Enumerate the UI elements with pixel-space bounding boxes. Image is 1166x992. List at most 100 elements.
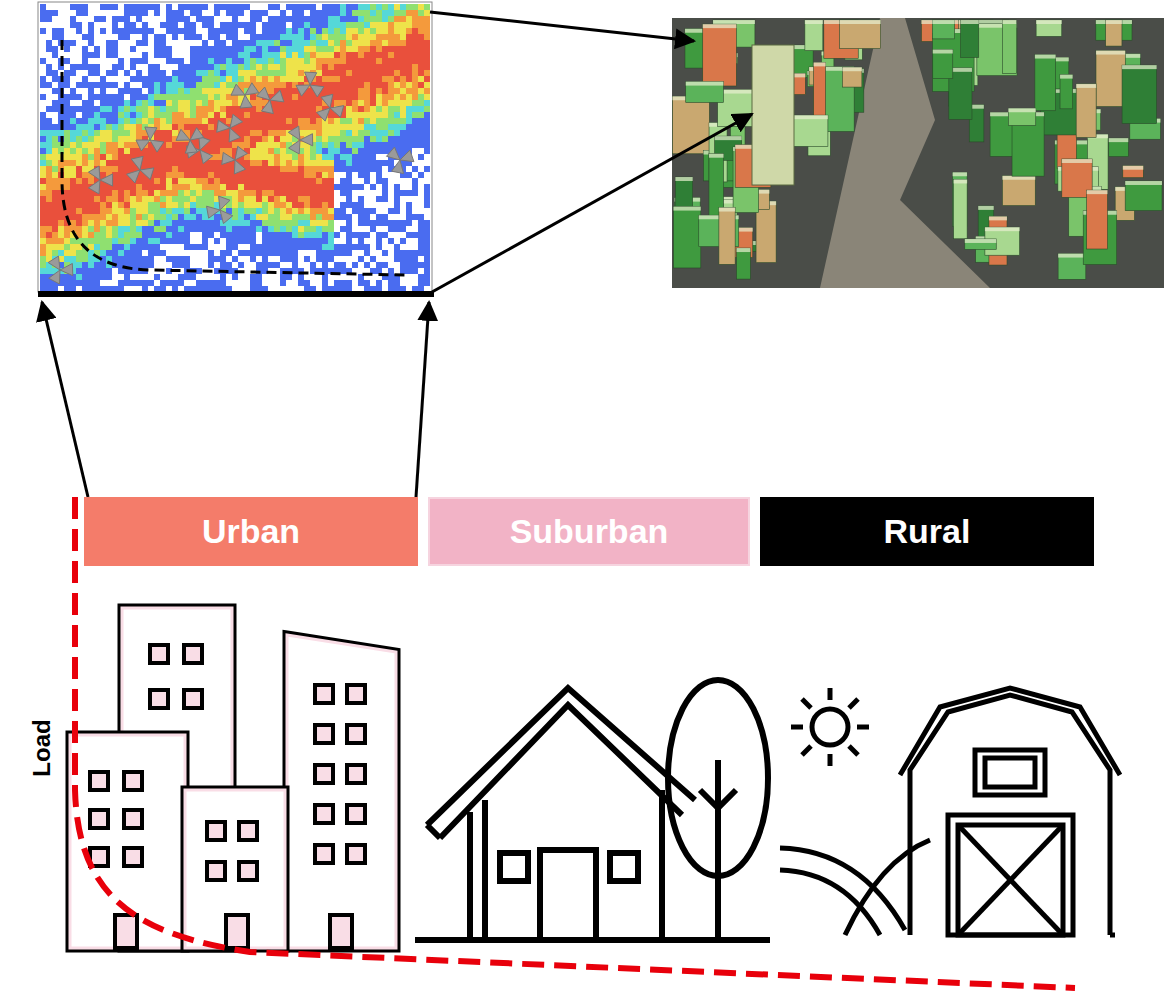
heat-cell — [214, 88, 220, 94]
heat-cell — [100, 118, 106, 124]
heat-cell — [340, 88, 346, 94]
heat-cell — [64, 148, 70, 154]
heat-cell — [250, 112, 256, 118]
heat-cell — [268, 22, 274, 28]
heat-cell — [340, 154, 346, 160]
heat-cell — [400, 130, 406, 136]
heat-cell — [214, 40, 220, 46]
heat-cell — [382, 4, 388, 10]
heat-cell — [244, 34, 250, 40]
heat-cell — [160, 10, 166, 16]
heat-cell — [340, 166, 346, 172]
heat-cell — [196, 16, 202, 22]
heat-cell — [340, 4, 346, 10]
heat-cell — [352, 160, 358, 166]
heat-cell — [166, 40, 172, 46]
heat-cell — [202, 112, 208, 118]
heat-cell — [364, 64, 370, 70]
heat-cell — [196, 112, 202, 118]
heat-cell — [304, 4, 310, 10]
heat-cell — [250, 64, 256, 70]
heat-cell — [142, 100, 148, 106]
heat-cell — [184, 112, 190, 118]
heat-cell — [376, 124, 382, 130]
heat-cell — [400, 46, 406, 52]
heat-cell — [274, 178, 280, 184]
heat-cell — [52, 154, 58, 160]
heat-cell — [298, 46, 304, 52]
heat-cell — [142, 82, 148, 88]
heat-cell — [250, 124, 256, 130]
heat-cell — [88, 124, 94, 130]
heat-cell — [310, 16, 316, 22]
heat-cell — [256, 154, 262, 160]
heat-cell — [364, 136, 370, 142]
heat-cell — [376, 178, 382, 184]
heat-cell — [298, 22, 304, 28]
heat-cell — [412, 34, 418, 40]
heat-cell — [220, 76, 226, 82]
heat-cell — [406, 88, 412, 94]
heat-cell — [226, 184, 232, 190]
heat-cell — [310, 34, 316, 40]
heat-cell — [148, 40, 154, 46]
heat-cell — [316, 178, 322, 184]
heat-cell — [334, 46, 340, 52]
heat-cell — [124, 16, 130, 22]
heat-cell — [340, 124, 346, 130]
heat-cell — [244, 64, 250, 70]
heat-cell — [424, 106, 430, 112]
heat-cell — [124, 148, 130, 154]
heat-cell — [412, 106, 418, 112]
heat-cell — [388, 142, 394, 148]
heat-cell — [94, 94, 100, 100]
heat-cell — [304, 94, 310, 100]
heat-cell — [346, 22, 352, 28]
heat-cell — [370, 82, 376, 88]
heat-cell — [202, 76, 208, 82]
heat-cell — [172, 34, 178, 40]
heat-cell — [160, 154, 166, 160]
heat-cell — [58, 82, 64, 88]
heat-cell — [376, 88, 382, 94]
heat-cell — [184, 82, 190, 88]
heat-cell — [214, 46, 220, 52]
heat-cell — [118, 88, 124, 94]
heat-cell — [400, 70, 406, 76]
heat-cell — [418, 112, 424, 118]
heat-cell — [46, 124, 52, 130]
heat-cell — [370, 112, 376, 118]
heat-cell — [370, 100, 376, 106]
heat-cell — [280, 130, 286, 136]
heat-cell — [202, 4, 208, 10]
heat-cell — [214, 10, 220, 16]
heat-cell — [244, 130, 250, 136]
heat-cell — [46, 28, 52, 34]
heat-cell — [316, 10, 322, 16]
heat-cell — [124, 124, 130, 130]
heat-cell — [310, 58, 316, 64]
heat-cell — [76, 154, 82, 160]
heat-cell — [76, 94, 82, 100]
heat-cell — [394, 16, 400, 22]
heat-cell — [256, 82, 262, 88]
heat-cell — [172, 10, 178, 16]
heat-cell — [280, 58, 286, 64]
heat-cell — [262, 10, 268, 16]
heat-cell — [94, 82, 100, 88]
heat-cell — [418, 16, 424, 22]
heat-cell — [262, 148, 268, 154]
heat-cell — [412, 142, 418, 148]
heat-cell — [100, 154, 106, 160]
heat-cell — [334, 82, 340, 88]
heat-cell — [160, 100, 166, 106]
heat-cell — [250, 16, 256, 22]
heat-cell — [148, 16, 154, 22]
heat-cell — [148, 70, 154, 76]
heat-cell — [88, 4, 94, 10]
heat-cell — [418, 154, 424, 160]
heat-cell — [256, 172, 262, 178]
heat-cell — [400, 34, 406, 40]
heat-cell — [256, 46, 262, 52]
